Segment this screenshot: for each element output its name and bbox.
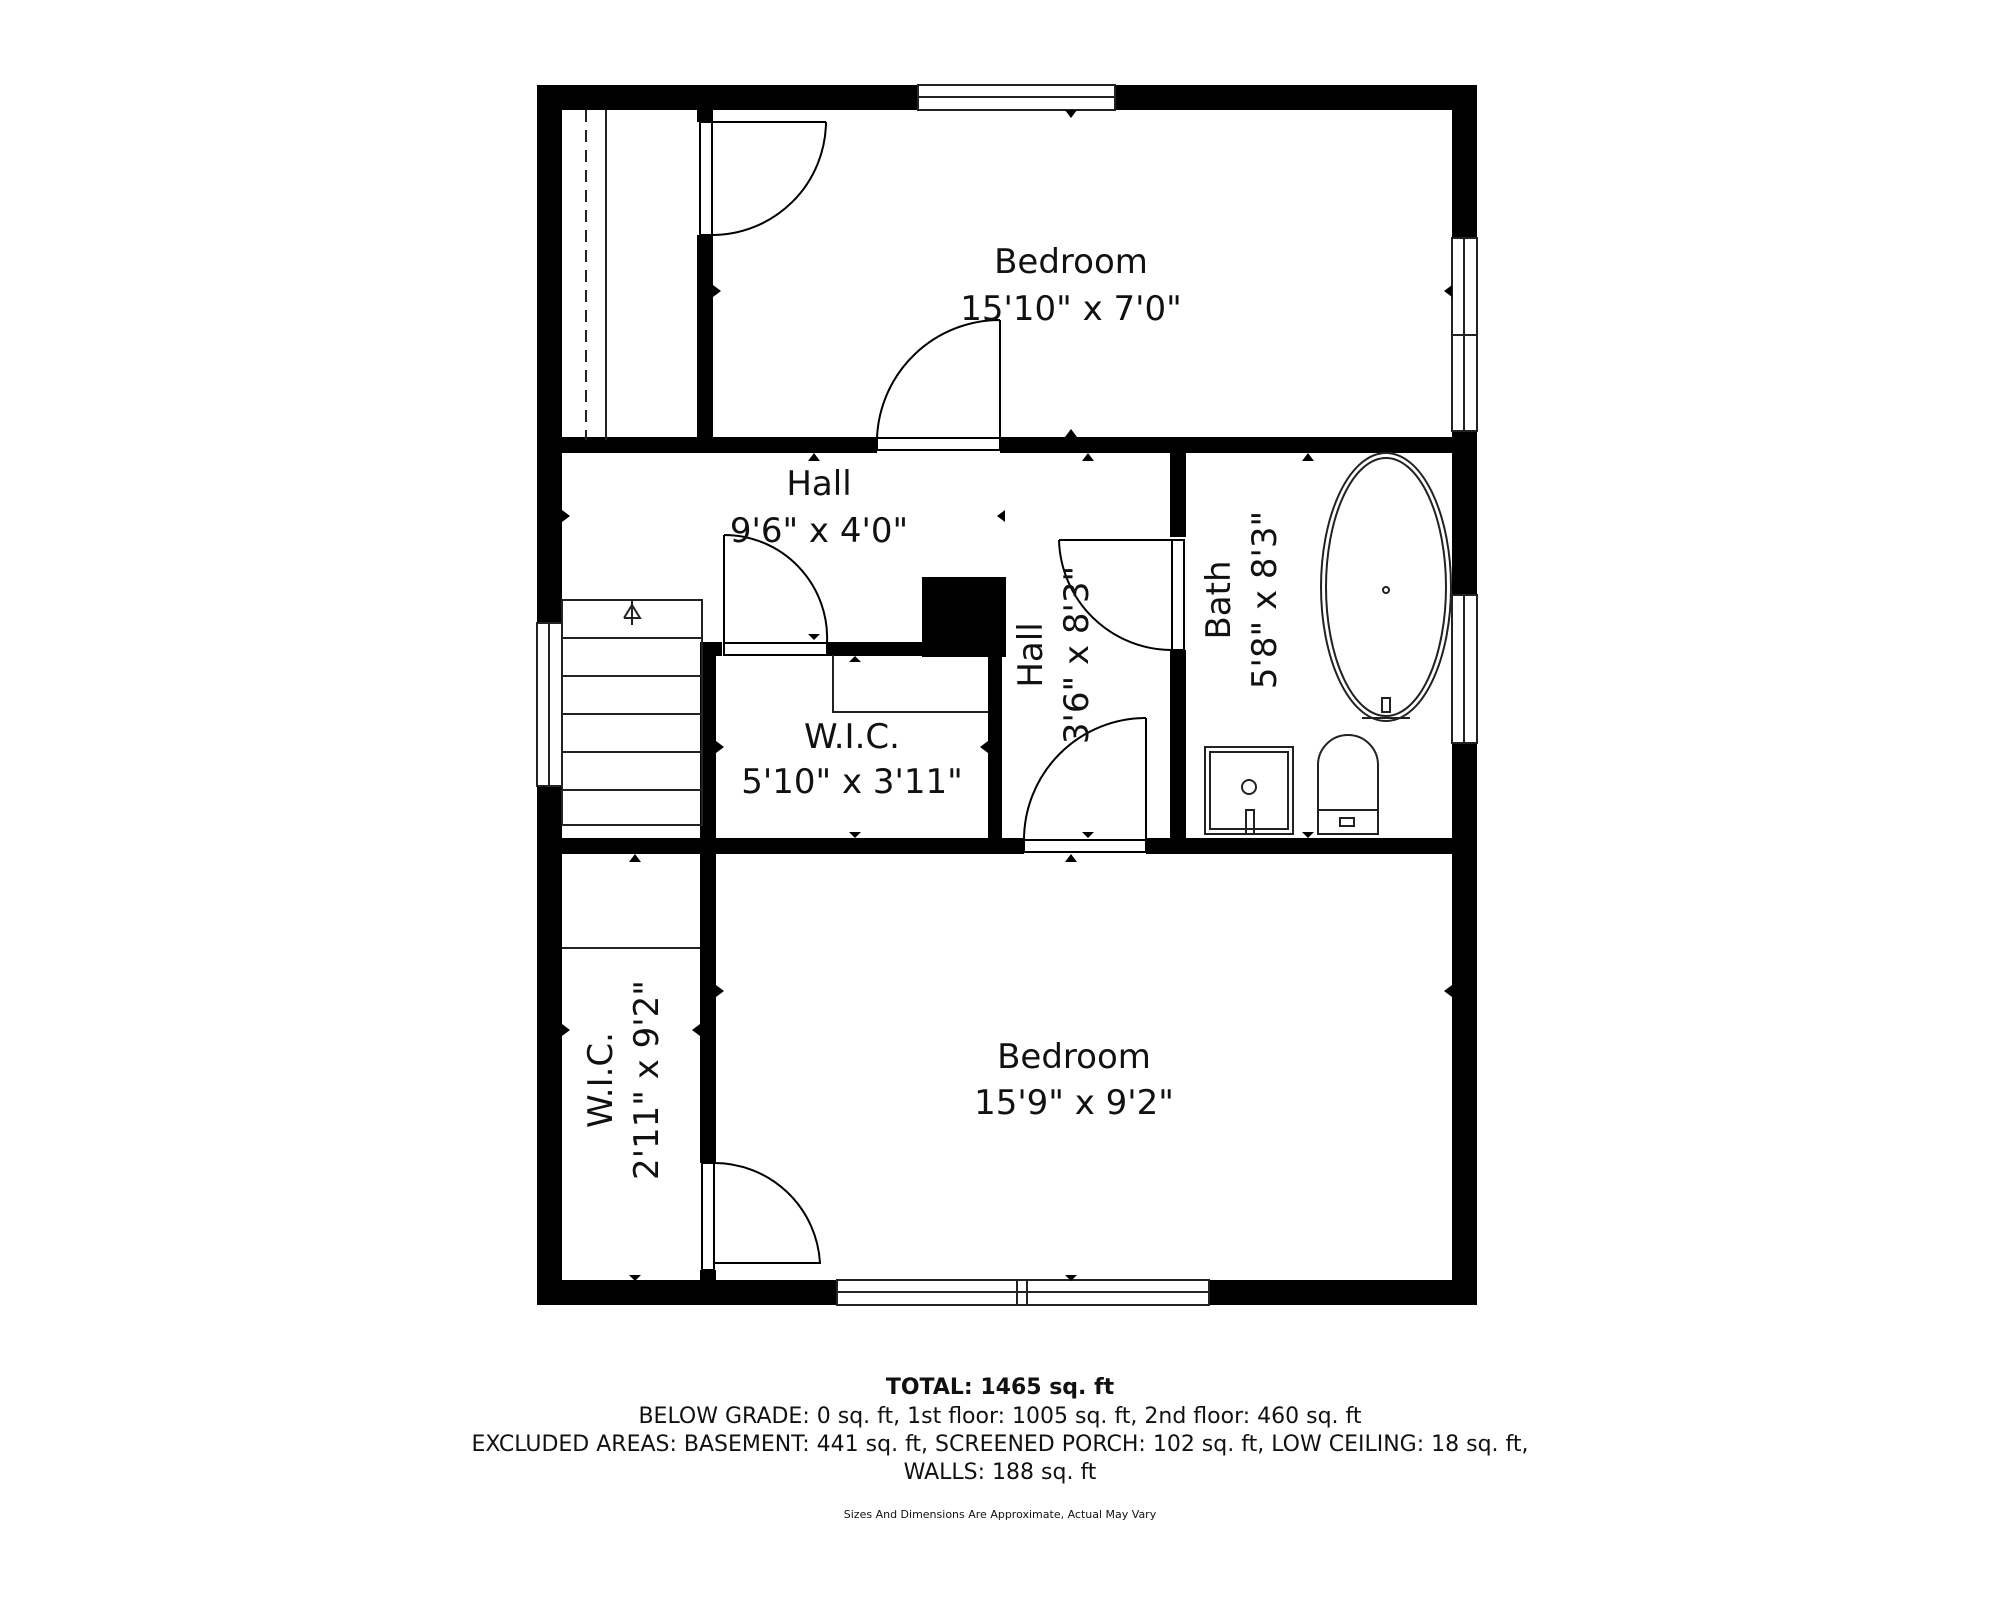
door-top-closet-leaf	[699, 121, 713, 236]
door-bedroom-bottom-swing	[1023, 717, 1147, 841]
bathtub-icon	[1320, 452, 1452, 722]
total-area: TOTAL: 1465 sq. ft	[885, 1375, 1115, 1400]
wic-left-name: W.I.C.	[581, 1032, 621, 1128]
door-wic-leaf	[723, 642, 828, 656]
column-block	[922, 577, 1006, 657]
staircase	[561, 599, 703, 826]
measure-ticks	[562, 110, 1452, 1281]
window-frames	[536, 84, 1478, 1306]
excluded-areas: EXCLUDED AREAS: BASEMENT: 441 sq. ft, SC…	[471, 1432, 1529, 1457]
toilet-icon	[1317, 734, 1379, 835]
bath-name: Bath	[1199, 560, 1239, 639]
wall-v-wic-right	[988, 642, 1002, 842]
door-bedroom-bottom-leaf	[1023, 839, 1147, 853]
disclaimer: Sizes And Dimensions Are Approximate, Ac…	[843, 1508, 1157, 1521]
walls-area: WALLS: 188 sq. ft	[903, 1460, 1097, 1485]
doors	[699, 121, 1185, 1271]
door-bath-swing	[1058, 539, 1173, 651]
door-bottom-closet-swing	[713, 1161, 822, 1264]
hall-main-dims: 9'6" x 4'0"	[730, 511, 908, 551]
door-wic-swing	[723, 533, 829, 644]
bedroom-bottom-name: Bedroom	[997, 1037, 1151, 1077]
hall-small-dims: 3'6" x 8'3"	[1057, 566, 1097, 744]
wall-h-middle-bedroom	[537, 838, 1477, 854]
sink-icon	[1204, 746, 1294, 835]
door-gap-bath	[1170, 537, 1186, 650]
wall-h-bedroom-hall	[537, 437, 1477, 453]
fixtures	[561, 110, 1452, 949]
wic-shelf	[832, 655, 988, 713]
stair-arrow-icon	[623, 603, 642, 619]
door-top-closet-swing	[711, 121, 827, 236]
wic-center-name: W.I.C.	[804, 717, 900, 757]
door-gap-bottom-closet	[700, 1163, 716, 1270]
wic-center-dims: 5'10" x 3'11"	[741, 762, 963, 802]
room-labels: Bedroom 15'10" x 7'0" Hall 9'6" x 4'0" W…	[581, 242, 1285, 1180]
floor-plan: Bedroom 15'10" x 7'0" Hall 9'6" x 4'0" W…	[536, 84, 1478, 1306]
bedroom-bottom-dims: 15'9" x 9'2"	[974, 1083, 1174, 1123]
hall-main-name: Hall	[786, 464, 851, 504]
hall-small-name: Hall	[1011, 622, 1051, 687]
bath-dims: 5'8" x 8'3"	[1245, 511, 1285, 689]
door-gap-wic	[722, 642, 827, 656]
wall-v-wic-left	[700, 642, 716, 842]
bedroom-top-dims: 15'10" x 7'0"	[960, 289, 1182, 329]
door-gap-bedroom-bottom	[1024, 838, 1146, 854]
door-bedroom-top-leaf	[876, 437, 1001, 451]
bedroom-top-name: Bedroom	[994, 242, 1148, 282]
area-breakdown: BELOW GRADE: 0 sq. ft, 1st floor: 1005 s…	[638, 1404, 1362, 1429]
door-bedroom-top-swing	[876, 318, 1001, 439]
wic-left-dims: 2'11" x 9'2"	[627, 980, 667, 1180]
door-bottom-closet-leaf	[701, 1162, 715, 1271]
door-bath-leaf	[1171, 539, 1185, 651]
